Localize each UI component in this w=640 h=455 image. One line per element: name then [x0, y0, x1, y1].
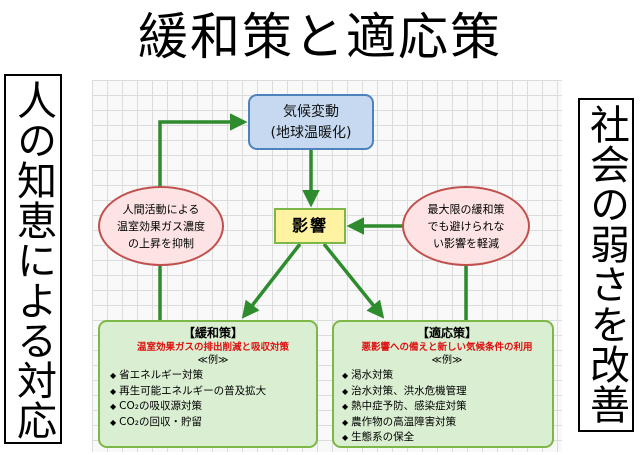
list-item: ◆再生可能エネルギーの普及拡大	[110, 384, 316, 400]
adaptation-item: 熱中症予防、感染症対策	[351, 400, 467, 412]
adaptation-example-label: ≪例≫	[431, 355, 463, 366]
list-item: ◆省エネルギー対策	[110, 368, 316, 384]
mitigation-box: 【緩和策】 温室効果ガスの排出削減と吸収対策 ≪例≫ ◆省エネルギー対策 ◆再生…	[98, 320, 318, 448]
mitigation-item: CO₂の回収・貯留	[119, 415, 202, 428]
page-title: 緩和策と適応策	[138, 8, 502, 66]
diamond-bullet-icon: ◆	[110, 371, 117, 380]
adaptation-goal-ellipse: 最大限の緩和策 でも避けられな い影響を軽減	[402, 186, 530, 266]
mitigation-subtitle: 温室効果ガスの排出削減と吸収対策	[136, 342, 289, 353]
diamond-bullet-icon: ◆	[110, 402, 117, 411]
arrow-impact-to-mitigation	[241, 242, 302, 319]
diamond-bullet-icon: ◆	[110, 386, 117, 396]
left-ellipse-line2: 温室効果ガス濃度	[117, 219, 205, 233]
mitigation-example-label: ≪例≫	[197, 355, 229, 366]
mitigation-item: CO₂の吸収源対策	[119, 400, 202, 412]
right-caption: 社会の弱さを改善	[583, 104, 629, 424]
adaptation-box: 【適応策】 悪影響への備えと新しい気候条件の利用 ≪例≫ ◆渇水対策 ◆治水対策…	[332, 320, 554, 448]
diamond-bullet-icon: ◆	[342, 386, 349, 396]
arrow-impact-to-adaptation	[322, 242, 385, 319]
right-ellipse-line2: でも避けられな	[427, 219, 505, 233]
left-ellipse-line3: の上昇を抑制	[128, 236, 194, 250]
left-caption: 人の知恵による対応	[10, 80, 56, 440]
diamond-bullet-icon: ◆	[342, 417, 349, 427]
adaptation-heading: 【適応策】	[416, 326, 477, 340]
list-item: ◆CO₂の吸収源対策	[110, 399, 316, 415]
diamond-bullet-icon: ◆	[342, 433, 349, 442]
adaptation-list: ◆渇水対策 ◆治水対策、洪水危機管理 ◆熱中症予防、感染症対策 ◆農作物の高温障…	[342, 368, 552, 446]
mitigation-list: ◆省エネルギー対策 ◆再生可能エネルギーの普及拡大 ◆CO₂の吸収源対策 ◆CO…	[110, 368, 316, 430]
mitigation-item: 再生可能エネルギーの普及拡大	[119, 384, 267, 397]
list-item: ◆渇水対策	[342, 368, 552, 384]
mitigation-goal-ellipse: 人間活動による 温室効果ガス濃度 の上昇を抑制	[98, 186, 224, 266]
climate-change-node: 気候変動 (地球温暖化)	[248, 94, 374, 150]
diamond-bullet-icon: ◆	[342, 371, 349, 380]
diagram-panel: 気候変動 (地球温暖化) 影響 人間活動による 温室効果ガス濃度 の上昇を抑制 …	[92, 80, 562, 452]
diamond-bullet-icon: ◆	[342, 402, 349, 411]
impact-node: 影響	[274, 208, 346, 244]
mitigation-item: 省エネルギー対策	[119, 369, 204, 381]
adaptation-item: 治水対策、洪水危機管理	[351, 384, 467, 397]
adaptation-item: 農作物の高温障害対策	[351, 415, 457, 428]
list-item: ◆生態系の保全	[342, 430, 552, 446]
list-item: ◆農作物の高温障害対策	[342, 415, 552, 431]
adaptation-subtitle: 悪影響への備えと新しい気候条件の利用	[361, 342, 533, 353]
adaptation-item: 渇水対策	[351, 369, 394, 381]
climate-line2: (地球温暖化)	[270, 125, 352, 141]
diamond-bullet-icon: ◆	[110, 417, 117, 427]
left-ellipse-line1: 人間活動による	[122, 202, 200, 216]
list-item: ◆CO₂の回収・貯留	[110, 415, 316, 431]
right-ellipse-line3: い影響を軽減	[433, 236, 499, 250]
adaptation-item: 生態系の保全	[351, 431, 415, 443]
climate-line1: 気候変動	[283, 104, 339, 120]
list-item: ◆治水対策、洪水危機管理	[342, 384, 552, 400]
mitigation-heading: 【緩和策】	[182, 326, 243, 340]
right-ellipse-line1: 最大限の緩和策	[427, 202, 505, 216]
list-item: ◆熱中症予防、感染症対策	[342, 399, 552, 415]
right-caption-box: 社会の弱さを改善	[578, 98, 634, 432]
left-caption-box: 人の知恵による対応	[4, 74, 62, 444]
